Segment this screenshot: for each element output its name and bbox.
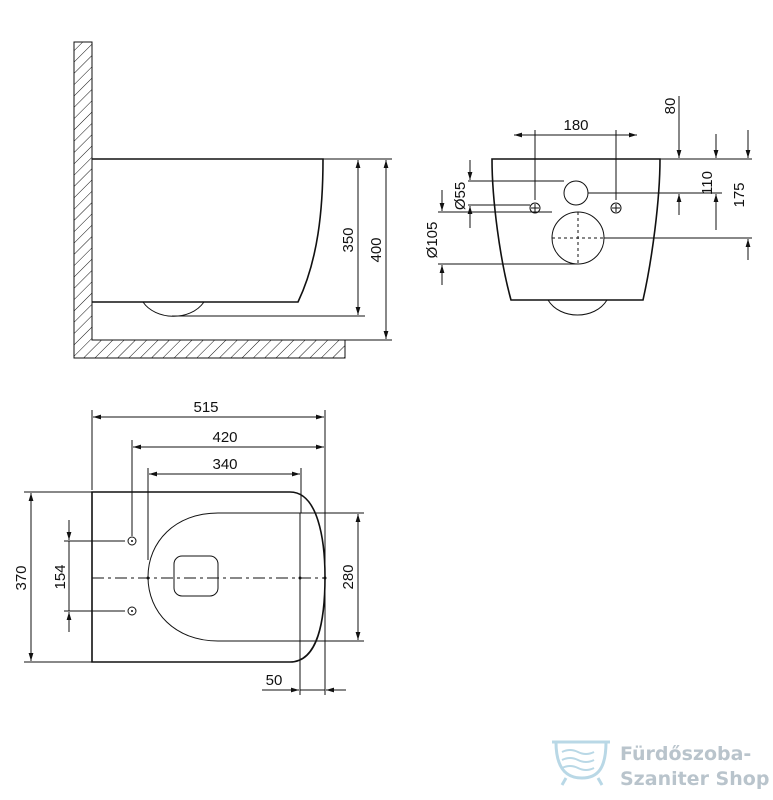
dim-280-label: 280 <box>340 564 357 589</box>
dim-175-label: 175 <box>731 182 748 207</box>
dim-d105-label: Ø105 <box>424 222 441 259</box>
bowl-drain <box>173 555 219 597</box>
toilet-base-curve <box>142 301 205 317</box>
dim-50-label: 50 <box>266 672 283 689</box>
toilet-body-rear <box>491 158 661 301</box>
dim-515-label: 515 <box>193 399 218 416</box>
dim-180-label: 180 <box>563 117 588 134</box>
watermark-line2: Szaniter Shop <box>620 768 769 790</box>
side-view: 350 400 <box>73 41 392 359</box>
dim-420-label: 420 <box>212 429 237 446</box>
dim-370-label: 370 <box>13 565 30 590</box>
dim-350-label: 350 <box>340 227 357 252</box>
dim-110-label: 110 <box>699 171 716 195</box>
toilet-base-curve-rear <box>547 299 608 316</box>
dim-80-label: 80 <box>662 98 679 115</box>
rear-view: 180 80 110 175 Ø55 Ø105 <box>424 96 752 316</box>
bolt-hole-right <box>610 202 622 214</box>
dim-400-label: 400 <box>368 237 385 262</box>
fixing-hole-upper <box>127 536 137 546</box>
bathtub-logo-icon <box>552 740 610 786</box>
dim-340-label: 340 <box>212 456 237 473</box>
toilet-seat-top <box>147 512 301 642</box>
bolt-hole-left <box>529 202 541 214</box>
wall-hatch <box>73 41 346 359</box>
watermark-line1: Fürdőszoba- <box>620 743 751 765</box>
top-view: 515 420 340 370 154 280 50 <box>13 399 364 695</box>
water-inlet-circle <box>563 180 589 206</box>
toilet-body-top <box>91 491 326 663</box>
toilet-body-side <box>92 158 324 303</box>
dim-154-label: 154 <box>52 564 69 589</box>
fixing-hole-lower <box>127 606 137 616</box>
shop-watermark: Fürdőszoba- Szaniter Shop <box>552 740 769 790</box>
dim-d55-label: Ø55 <box>452 182 469 210</box>
